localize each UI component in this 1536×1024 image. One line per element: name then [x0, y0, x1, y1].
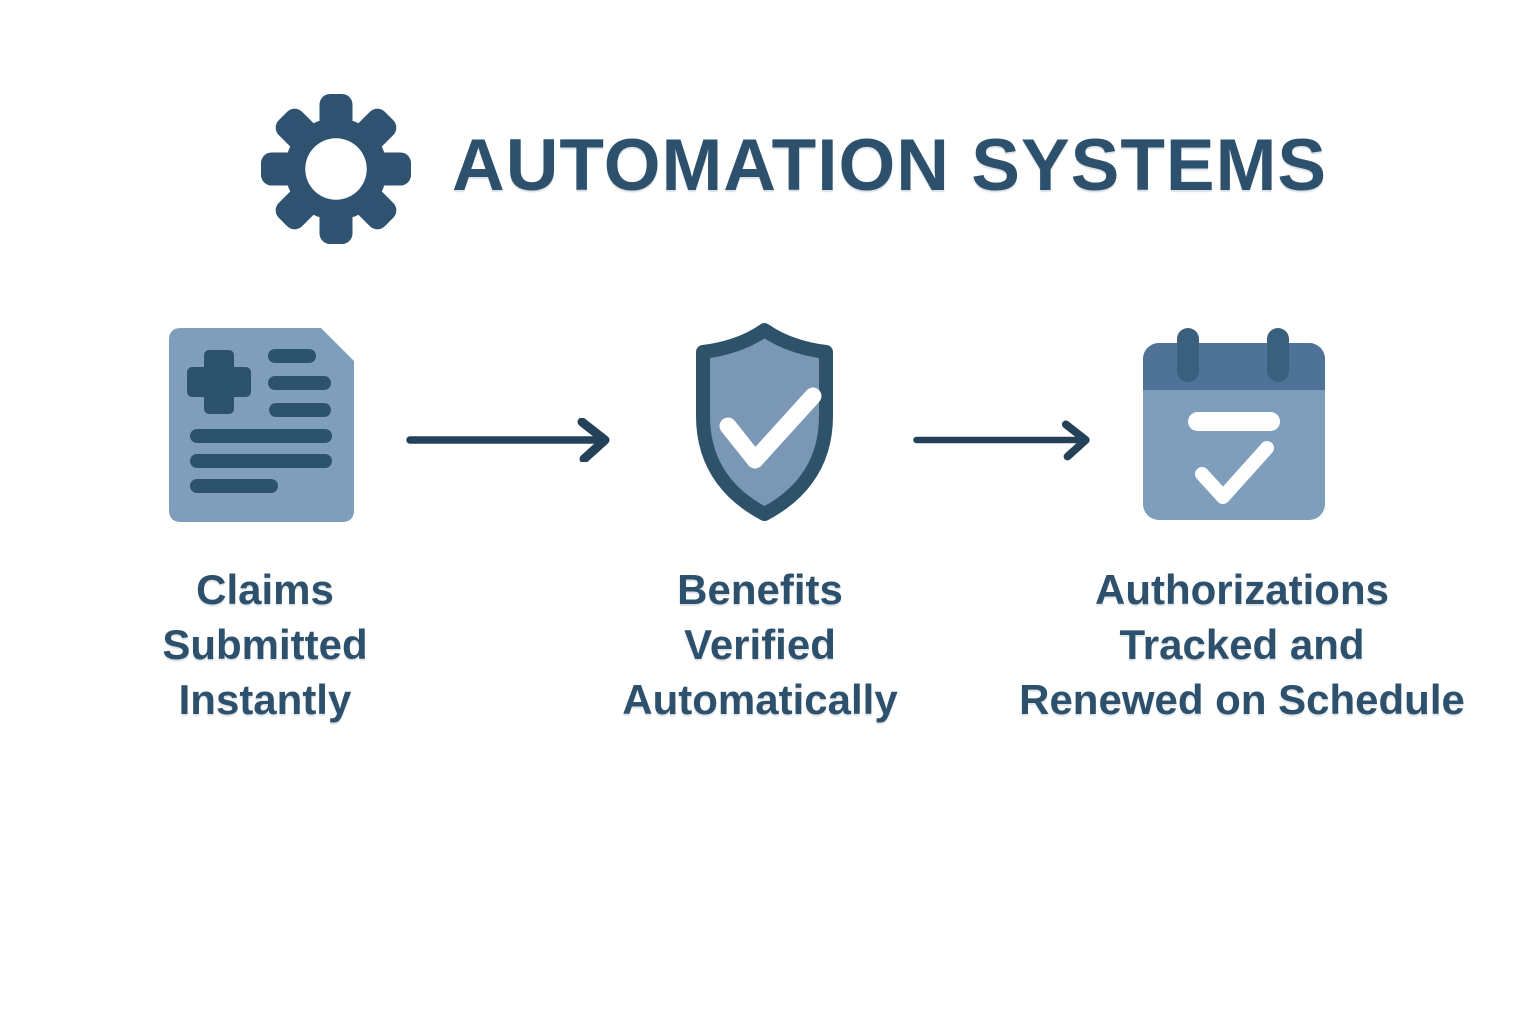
step-label-authorizations: Authorizations Tracked and Renewed on Sc…: [1019, 566, 1465, 723]
calendar-check-icon: [1143, 328, 1325, 520]
page-title: AUTOMATION SYSTEMS: [452, 125, 1328, 206]
shield-check-icon: [696, 323, 833, 521]
gear-icon: [261, 94, 411, 244]
arrow-right-icon: [913, 420, 1090, 461]
header: AUTOMATION SYSTEMS: [0, 0, 1536, 260]
step-label-benefits: Benefits Verified Automatically: [622, 566, 898, 723]
arrow-right-icon: [406, 418, 610, 462]
step-label-claims: Claims Submitted Instantly: [162, 566, 368, 723]
medical-claim-document-icon: [169, 328, 354, 522]
